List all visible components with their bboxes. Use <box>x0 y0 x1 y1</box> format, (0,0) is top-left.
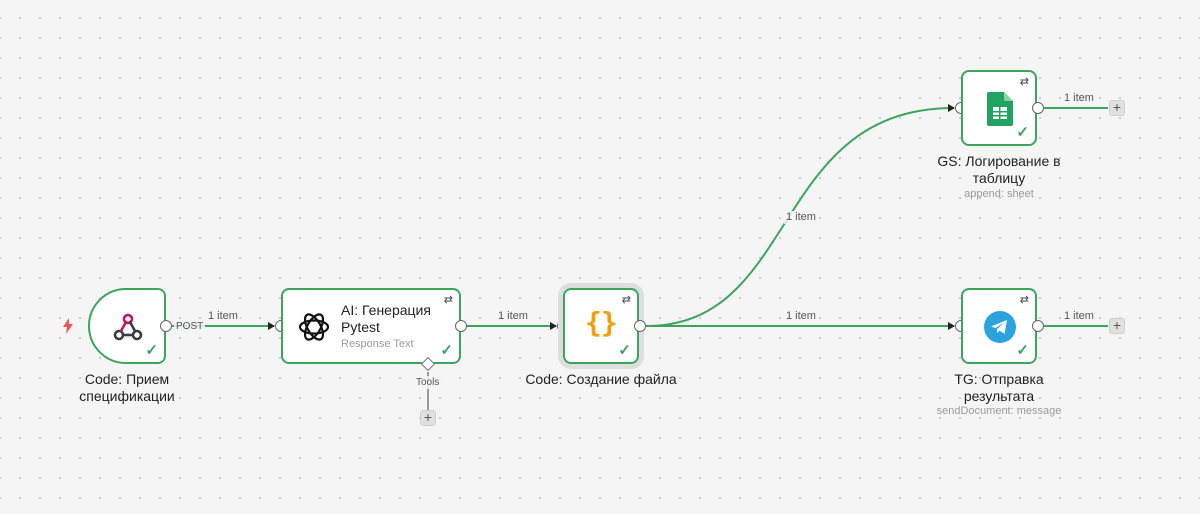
code-braces-icon: {} <box>585 306 618 339</box>
node-tg-title: TG: Отправка результата <box>954 371 1044 404</box>
webhook-output-label: POST <box>174 320 206 333</box>
edge-label-tg-out: 1 item <box>1062 310 1096 323</box>
edge-label-gs-out: 1 item <box>1062 92 1096 105</box>
node-tg-subtitle: sendDocument: message <box>936 405 1062 417</box>
google-sheets-icon <box>987 92 1013 131</box>
ai-tools-label: Tools <box>414 376 442 389</box>
node-code-title: Code: Создание файла <box>525 371 677 387</box>
loop-icon: ⇄ <box>1019 294 1029 306</box>
openai-icon <box>297 310 331 349</box>
node-tg-send[interactable]: ⇄ ✓ <box>961 288 1037 364</box>
webhook-icon <box>112 312 144 349</box>
success-check-icon: ✓ <box>1016 342 1029 359</box>
node-code-create-file[interactable]: {} ⇄ ✓ <box>563 288 639 364</box>
edge-label-code-tg: 1 item <box>784 310 818 323</box>
success-check-icon: ✓ <box>440 342 453 359</box>
add-node-after-gs-button[interactable]: + <box>1109 100 1125 116</box>
gs-output-handle[interactable] <box>1032 102 1044 114</box>
success-check-icon: ✓ <box>1016 124 1029 141</box>
node-ai-title: AI: Генерация Pytest <box>341 302 431 335</box>
telegram-icon <box>984 311 1016 348</box>
loop-icon: ⇄ <box>1019 76 1029 88</box>
node-webhook-title: Code: Прием спецификации <box>79 371 175 404</box>
success-check-icon: ✓ <box>145 342 158 359</box>
ai-output-handle[interactable] <box>455 320 467 332</box>
add-tool-button[interactable]: + <box>420 410 436 426</box>
loop-icon: ⇄ <box>443 294 453 306</box>
loop-icon: ⇄ <box>621 294 631 306</box>
node-ai-subtitle: Response Text <box>341 338 414 350</box>
arrowhead <box>948 104 955 112</box>
edge-label-code-gs: 1 item <box>784 211 818 224</box>
arrowhead <box>550 322 557 330</box>
node-ai-generation[interactable]: ⇄ AI: Генерация Pytest Response Text ✓ <box>281 288 461 364</box>
trigger-bolt-icon <box>62 318 74 339</box>
arrowhead <box>948 322 955 330</box>
add-node-after-tg-button[interactable]: + <box>1109 318 1125 334</box>
arrowhead <box>268 322 275 330</box>
webhook-output-handle[interactable] <box>160 320 172 332</box>
node-gs-subtitle: append: sheet <box>964 188 1034 200</box>
node-webhook[interactable]: ✓ <box>88 288 166 364</box>
success-check-icon: ✓ <box>618 342 631 359</box>
tg-output-handle[interactable] <box>1032 320 1044 332</box>
node-gs-logging[interactable]: ⇄ ✓ <box>961 70 1037 146</box>
node-gs-title: GS: Логирование в таблицу <box>937 153 1061 186</box>
edge-label-ai-code: 1 item <box>496 310 530 323</box>
code-output-handle[interactable] <box>634 320 646 332</box>
edge-label-webhook-ai: 1 item <box>206 310 240 323</box>
